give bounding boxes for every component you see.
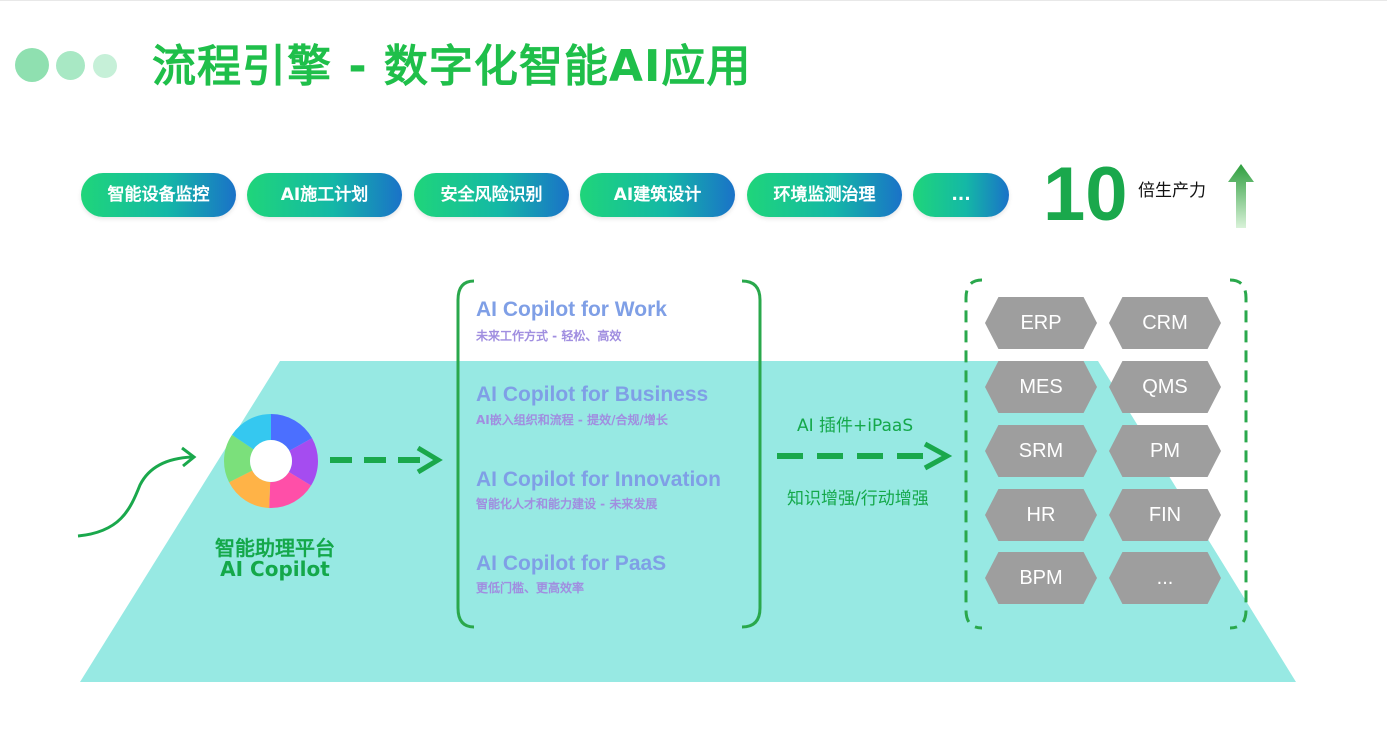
copilot-logo-icon (224, 414, 318, 508)
header-dot-medium (56, 51, 85, 80)
productivity-number: 10 (1043, 152, 1128, 237)
scenario-pill[interactable]: 环境监测治理 (747, 173, 902, 217)
systems-bracket (964, 278, 1248, 630)
incoming-curve-arrow-icon (77, 446, 197, 538)
connector-top-label: AI 插件+iPaaS (797, 416, 914, 436)
connector-bottom-label: 知识增强/行动增强 (787, 489, 929, 509)
scenario-pill[interactable]: AI建筑设计 (580, 173, 735, 217)
dashed-arrow-icon (330, 445, 443, 475)
copilot-bracket (456, 279, 762, 629)
system-hex-srm[interactable]: SRM (985, 425, 1097, 477)
copilot-paas-subtitle: 更低门槛、更高效率 (476, 581, 585, 595)
header-dot-large (15, 48, 49, 82)
system-hex-hr[interactable]: HR (985, 489, 1097, 541)
assistant-label-cn: 智能助理平台 (215, 536, 335, 560)
system-hex-qms[interactable]: QMS (1109, 361, 1221, 413)
copilot-work-subtitle: 未来工作方式 - 轻松、高效 (476, 329, 622, 343)
copilot-work-title: AI Copilot for Work (476, 298, 667, 321)
scenario-pill-more[interactable]: ... (913, 173, 1009, 217)
assistant-label-en: AI Copilot (220, 557, 330, 581)
scenario-pill[interactable]: AI施工计划 (247, 173, 402, 217)
copilot-business-subtitle: AI嵌入组织和流程 - 提效/合规/增长 (476, 413, 668, 427)
up-arrow-icon (1228, 164, 1254, 228)
dashed-arrow-icon (777, 441, 953, 471)
copilot-innovation-subtitle: 智能化人才和能力建设 - 未来发展 (476, 497, 658, 511)
system-hex-erp[interactable]: ERP (985, 297, 1097, 349)
page-title: 流程引擎 - 数字化智能AI应用 (152, 41, 752, 92)
system-hex-crm[interactable]: CRM (1109, 297, 1221, 349)
system-hex-more[interactable]: ... (1109, 552, 1221, 604)
copilot-paas-title: AI Copilot for PaaS (476, 552, 667, 575)
header-dot-small (93, 54, 117, 78)
copilot-business-title: AI Copilot for Business (476, 383, 709, 406)
system-hex-pm[interactable]: PM (1109, 425, 1221, 477)
top-divider (0, 0, 1387, 1)
system-hex-bpm[interactable]: BPM (985, 552, 1097, 604)
scenario-pill[interactable]: 安全风险识别 (414, 173, 569, 217)
productivity-label: 倍生产力 (1138, 181, 1206, 201)
scenario-pill[interactable]: 智能设备监控 (81, 173, 236, 217)
system-hex-fin[interactable]: FIN (1109, 489, 1221, 541)
system-hex-mes[interactable]: MES (985, 361, 1097, 413)
copilot-innovation-title: AI Copilot for Innovation (476, 468, 721, 491)
